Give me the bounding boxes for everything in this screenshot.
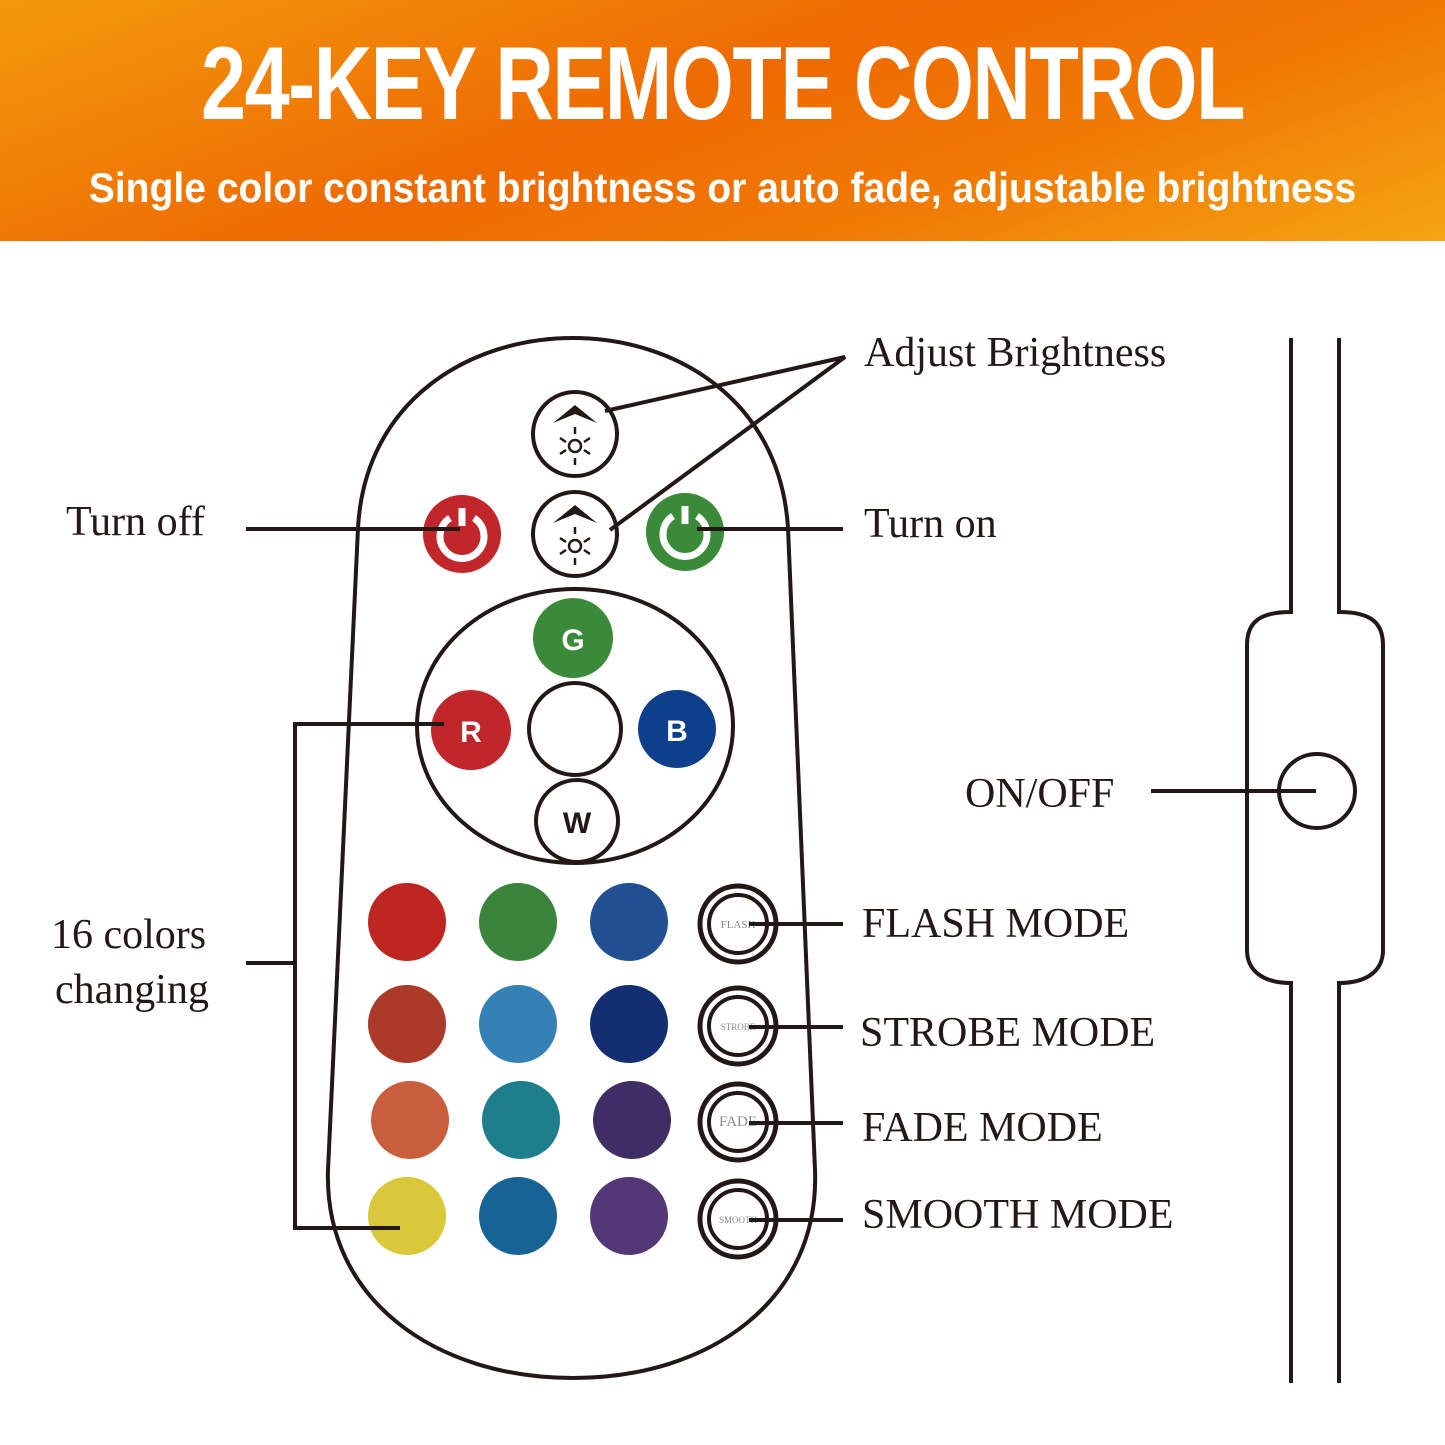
label-turn-on: Turn on xyxy=(864,501,997,547)
key-label-r: R xyxy=(460,716,482,749)
page-subtitle: Single color constant brightness or auto… xyxy=(88,164,1357,211)
label-on-off: ON/OFF xyxy=(965,771,1115,817)
header-banner: 24-KEY REMOTE CONTROL Single color const… xyxy=(0,0,1445,241)
label-changing: changing xyxy=(55,967,209,1013)
label-16-colors: 16 colors xyxy=(51,912,207,958)
mode-key-fade[interactable]: FADE xyxy=(697,1081,779,1163)
mode-key-label: STROBE xyxy=(721,1022,756,1032)
label-smooth-mode: SMOOTH MODE xyxy=(862,1192,1174,1238)
power-off-button[interactable] xyxy=(423,495,501,573)
color-key-r3c3[interactable] xyxy=(593,1081,671,1159)
brightness-up-icon xyxy=(553,405,597,423)
key-label-b: B xyxy=(666,715,688,748)
key-label-g: G xyxy=(561,624,584,657)
sun-icon xyxy=(559,527,591,565)
mode-key-flash[interactable]: FLASH xyxy=(697,883,779,965)
label-adjust-brightness: Adjust Brightness xyxy=(864,330,1167,376)
color-key-r3c2[interactable] xyxy=(482,1081,560,1159)
leader-colors xyxy=(293,722,444,1230)
color-key-r2c2[interactable] xyxy=(479,985,557,1063)
brightness-down-button[interactable] xyxy=(531,490,619,578)
brightness-down-icon xyxy=(553,505,597,523)
color-key-r4c2[interactable] xyxy=(479,1177,557,1255)
color-key-grid xyxy=(368,883,671,1255)
leader-brightness xyxy=(604,355,847,532)
mode-key-label: FADE xyxy=(719,1114,757,1130)
sun-icon xyxy=(559,427,591,465)
on-off-switch-icon xyxy=(1277,752,1357,830)
color-key-r4c1[interactable] xyxy=(368,1177,446,1255)
center-key[interactable] xyxy=(527,681,623,777)
inline-controller xyxy=(1245,338,1385,1383)
color-key-r2c1[interactable] xyxy=(368,985,446,1063)
color-key-r4c3[interactable] xyxy=(590,1177,668,1255)
color-key-r1c1[interactable] xyxy=(368,883,446,961)
key-label-w: W xyxy=(563,807,592,840)
color-key-r2c3[interactable] xyxy=(590,985,668,1063)
blue-key[interactable]: B xyxy=(638,690,716,768)
label-turn-off: Turn off xyxy=(66,499,205,545)
color-key-r1c3[interactable] xyxy=(590,883,668,961)
label-flash-mode: FLASH MODE xyxy=(862,901,1130,947)
label-strobe-mode: STROBE MODE xyxy=(860,1010,1156,1056)
label-fade-mode: FADE MODE xyxy=(862,1105,1103,1151)
on-off-switch[interactable] xyxy=(1277,752,1357,830)
brightness-up-button[interactable] xyxy=(531,390,619,478)
mode-key-column: FLASH STROBE FADE SMOOTH xyxy=(697,883,779,1260)
remote-body xyxy=(325,335,818,1381)
color-key-r3c1[interactable] xyxy=(371,1081,449,1159)
green-key[interactable]: G xyxy=(533,598,613,678)
white-key[interactable]: W xyxy=(534,778,620,864)
leader-lines xyxy=(246,355,1316,1230)
red-key[interactable]: R xyxy=(431,690,511,770)
power-on-button[interactable] xyxy=(646,493,724,571)
mode-key-label: FLASH xyxy=(721,919,756,931)
page-title: 24-KEY REMOTE CONTROL xyxy=(201,26,1246,142)
color-key-r1c2[interactable] xyxy=(479,883,557,961)
mode-key-label: SMOOTH xyxy=(719,1215,758,1225)
